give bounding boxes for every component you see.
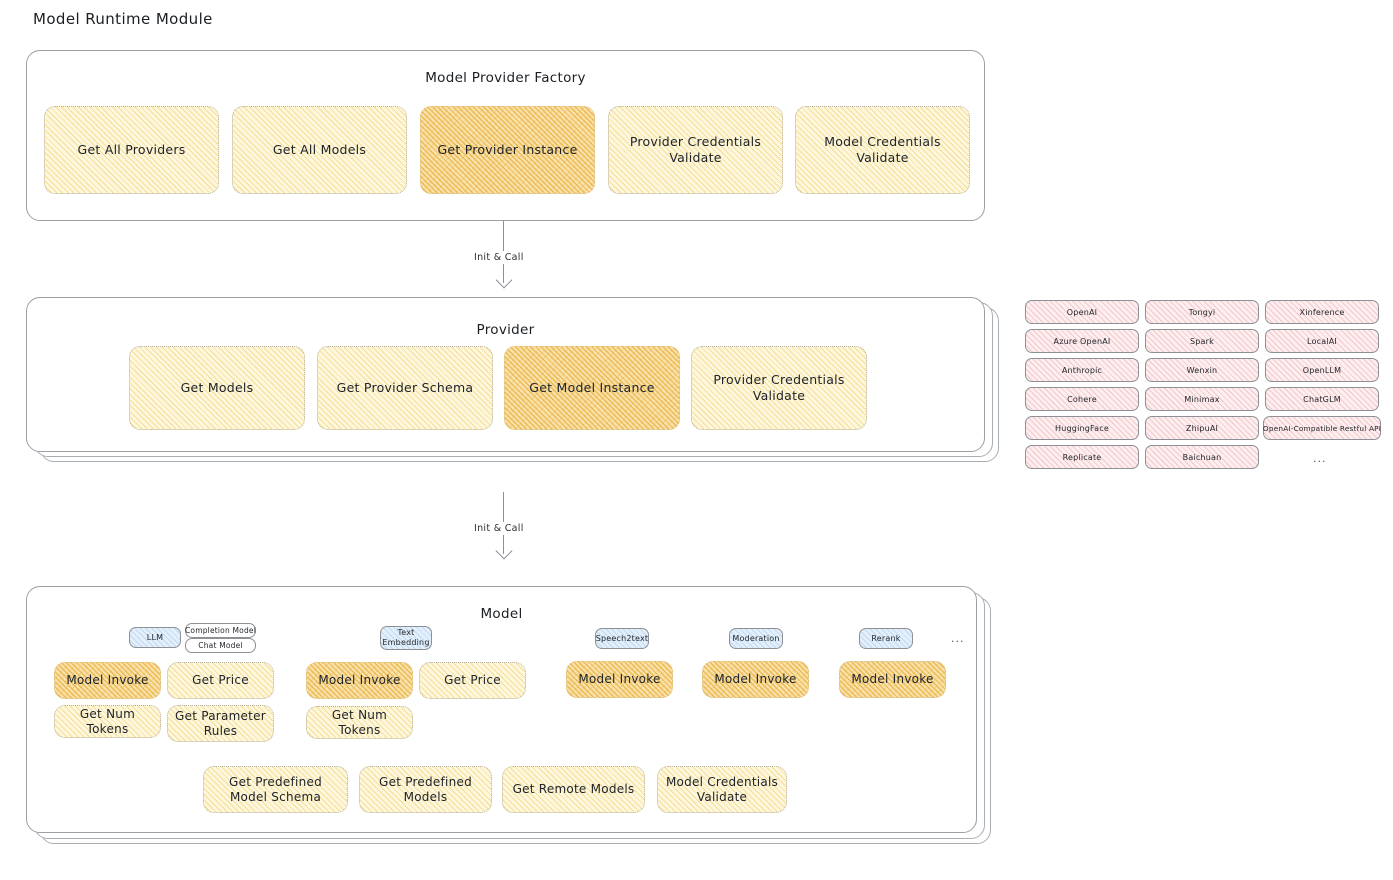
model-card-model-credentials-validate[interactable]: Model Credentials Validate [657, 766, 787, 813]
rerank-card-model-invoke[interactable]: Model Invoke [839, 661, 946, 698]
provider-chip-cohere[interactable]: Cohere [1025, 387, 1139, 411]
provider-card-provider-credentials-validate[interactable]: Provider Credentials Validate [691, 346, 867, 430]
model-type-chip-text-embedding[interactable]: Text Embedding [380, 626, 432, 650]
provider-chip-replicate[interactable]: Replicate [1025, 445, 1139, 469]
arrow-provider-to-model-label: Init & Call [470, 522, 528, 535]
factory-card-model-credentials-validate[interactable]: Model Credentials Validate [795, 106, 970, 194]
provider-chip-wenxin[interactable]: Wenxin [1145, 358, 1259, 382]
provider-chip-anthropic[interactable]: Anthropic [1025, 358, 1139, 382]
provider-chip-minimax[interactable]: Minimax [1145, 387, 1259, 411]
llm-card-get-num-tokens[interactable]: Get Num Tokens [54, 705, 161, 738]
factory-card-get-all-providers[interactable]: Get All Providers [44, 106, 219, 194]
provider-card-get-provider-schema[interactable]: Get Provider Schema [317, 346, 493, 430]
provider-chip-huggingface[interactable]: HuggingFace [1025, 416, 1139, 440]
model-card-get-predefined-model-schema[interactable]: Get Predefined Model Schema [203, 766, 348, 813]
model-type-chip-llm[interactable]: LLM [129, 627, 181, 648]
speech2text-card-model-invoke[interactable]: Model Invoke [566, 661, 673, 698]
llm-card-model-invoke[interactable]: Model Invoke [54, 662, 161, 699]
provider-chip-tongyi[interactable]: Tongyi [1145, 300, 1259, 324]
model-provider-factory-title: Model Provider Factory [425, 70, 586, 86]
text-embedding-card-get-num-tokens[interactable]: Get Num Tokens [306, 706, 413, 739]
provider-chip-spark[interactable]: Spark [1145, 329, 1259, 353]
provider-chip-azure-openai[interactable]: Azure OpenAI [1025, 329, 1139, 353]
provider-chip-chatglm[interactable]: ChatGLM [1265, 387, 1379, 411]
model-type-chip-rerank[interactable]: Rerank [859, 628, 913, 649]
provider-card-get-models[interactable]: Get Models [129, 346, 305, 430]
provider-title: Provider [476, 322, 535, 338]
factory-card-get-provider-instance[interactable]: Get Provider Instance [420, 106, 595, 194]
provider-card-get-model-instance[interactable]: Get Model Instance [504, 346, 680, 430]
provider-chip-openai-compatible-restful-api[interactable]: OpenAI-Compatible Restful API [1263, 416, 1381, 440]
provider-chip-openllm[interactable]: OpenLLM [1265, 358, 1379, 382]
llm-card-get-price[interactable]: Get Price [167, 662, 274, 699]
model-subtype-chip-completion-model[interactable]: Completion Model [185, 623, 256, 638]
factory-card-get-all-models[interactable]: Get All Models [232, 106, 407, 194]
arrow-provider-to-model-head [495, 542, 513, 560]
model-subtype-chip-chat-model[interactable]: Chat Model [185, 638, 256, 653]
text-embedding-card-get-price[interactable]: Get Price [419, 662, 526, 699]
provider-chip-openai[interactable]: OpenAI [1025, 300, 1139, 324]
provider-chip-zhipuai[interactable]: ZhipuAI [1145, 416, 1259, 440]
arrow-factory-to-provider-label: Init & Call [470, 251, 528, 264]
model-type-chip-speech2text[interactable]: Speech2text [595, 628, 649, 649]
model-title: Model [480, 606, 523, 622]
model-types-ellipsis: ... [951, 632, 965, 645]
text-embedding-card-model-invoke[interactable]: Model Invoke [306, 662, 413, 699]
model-card-get-remote-models[interactable]: Get Remote Models [502, 766, 645, 813]
provider-chip-localai[interactable]: LocalAI [1265, 329, 1379, 353]
model-card-get-predefined-models[interactable]: Get Predefined Models [359, 766, 492, 813]
provider-chip-baichuan[interactable]: Baichuan [1145, 445, 1259, 469]
factory-card-provider-credentials-validate[interactable]: Provider Credentials Validate [608, 106, 783, 194]
llm-card-get-parameter-rules[interactable]: Get Parameter Rules [167, 705, 274, 742]
page-title: Model Runtime Module [33, 10, 213, 28]
moderation-card-model-invoke[interactable]: Model Invoke [702, 661, 809, 698]
arrow-factory-to-provider-head [495, 271, 513, 289]
provider-chip-xinference[interactable]: Xinference [1265, 300, 1379, 324]
provider-list-ellipsis: ... [1313, 452, 1327, 465]
model-type-chip-moderation[interactable]: Moderation [729, 628, 783, 649]
